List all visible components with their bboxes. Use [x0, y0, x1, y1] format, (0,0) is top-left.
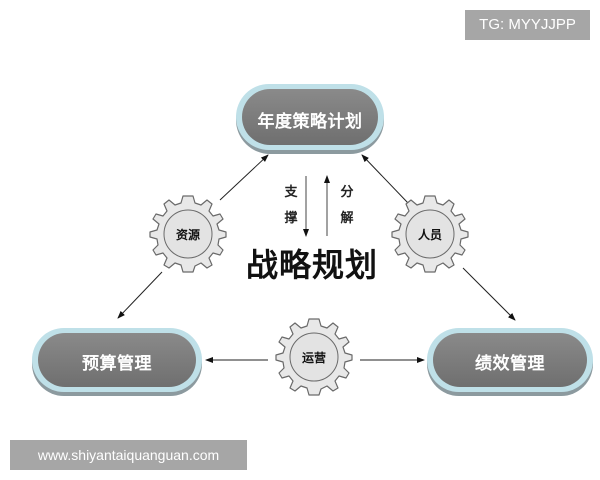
- gear-label-resources: 资源: [175, 228, 200, 242]
- label-support-char-2: 撑: [284, 211, 298, 226]
- gear-label-operations: 运营: [301, 351, 326, 365]
- connector-arrows: [117, 154, 516, 363]
- label-decompose-char-1: 分: [340, 185, 354, 200]
- watermark-bottom-left: www.shiyantaiquanguan.com: [10, 440, 247, 470]
- label-support: 支 撑: [283, 180, 299, 232]
- node-budget-management: 预算管理: [82, 354, 152, 374]
- node-left-shape: [32, 328, 202, 396]
- node-annual-strategy-plan: 年度策略计划: [257, 112, 363, 132]
- label-support-char-1: 支: [284, 185, 298, 200]
- node-right-shape: [427, 328, 593, 396]
- diagram-title: 战略规划: [246, 246, 379, 284]
- label-decompose-char-2: 解: [340, 211, 354, 226]
- node-performance-management: 绩效管理: [475, 354, 545, 374]
- watermark-top-right: TG: MYYJJPP: [465, 10, 590, 40]
- node-top-shape: [236, 84, 384, 154]
- gear-label-personnel: 人员: [417, 228, 442, 242]
- label-decompose: 分 解: [339, 180, 355, 232]
